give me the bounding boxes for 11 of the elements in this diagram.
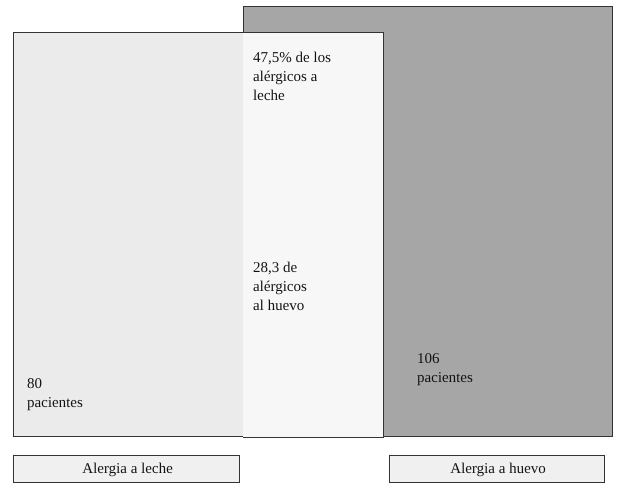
set-label: Alergia a huevo bbox=[449, 460, 547, 479]
set-label: 47,5% de los alérgicos a leche bbox=[253, 49, 332, 106]
overlap-region bbox=[243, 32, 384, 438]
set-rectangle bbox=[13, 32, 243, 437]
label-box bbox=[389, 455, 605, 483]
label-box bbox=[13, 455, 240, 483]
set-label: Alergia a leche bbox=[81, 460, 174, 479]
set-label: 28,3 de alérgicos al huevo bbox=[253, 259, 308, 316]
set-label: 80 pacientes bbox=[27, 375, 84, 413]
set-label: 106 pacientes bbox=[417, 350, 474, 388]
set-rectangle bbox=[243, 6, 613, 437]
